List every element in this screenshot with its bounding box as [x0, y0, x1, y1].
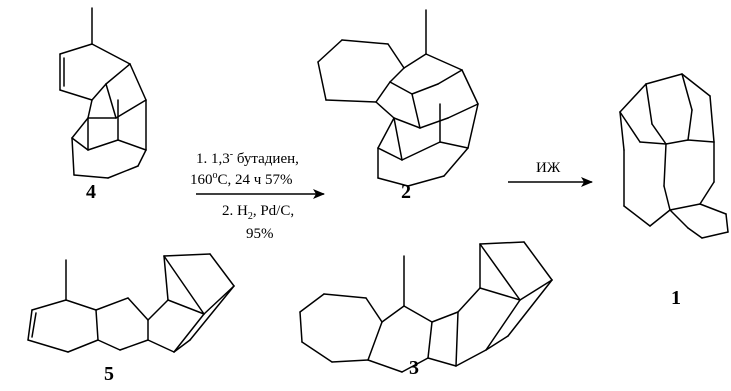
- condition-step1: 1. 1,3- бутадиен,: [196, 149, 299, 167]
- condition-yield2: 95%: [246, 226, 274, 242]
- condition-temperature: 160oC, 24 ч 57%: [190, 170, 293, 188]
- compound-label-4: 4: [86, 181, 96, 203]
- compound-label-2: 2: [401, 181, 411, 203]
- condition-step2: 2. H2, Pd/C,: [222, 203, 295, 222]
- structure-2: [317, 9, 479, 187]
- structure-4: [59, 7, 147, 179]
- arrow2-label: ИЖ: [536, 160, 561, 176]
- compound-label-3: 3: [409, 357, 419, 379]
- structure-3: [299, 241, 553, 373]
- compound-label-1: 1: [671, 287, 681, 309]
- structure-1: [619, 73, 729, 239]
- compound-label-5: 5: [104, 363, 114, 385]
- structure-5: [27, 253, 235, 353]
